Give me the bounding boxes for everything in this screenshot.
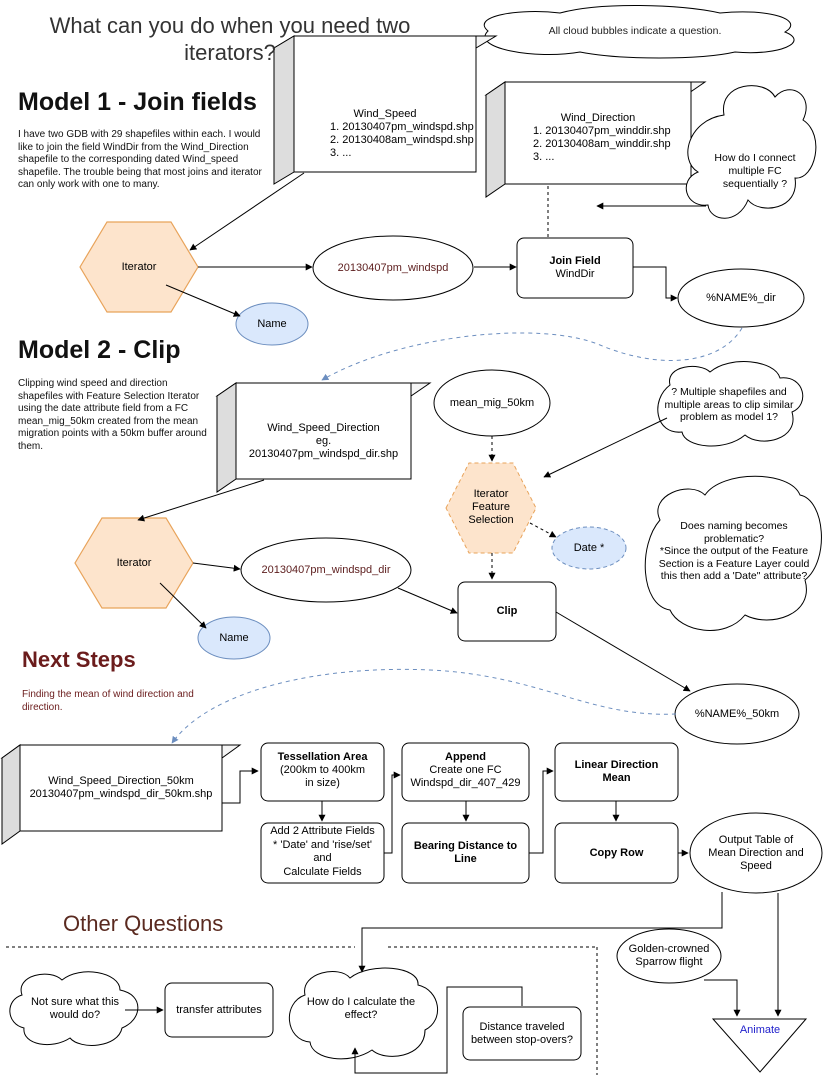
iterator-feature-selection-hexagon (445, 462, 537, 554)
name-50km-label: %NAME%_50km (694, 708, 780, 720)
iterator-label-1: Iterator (121, 261, 157, 273)
name-label-2: Name (219, 632, 249, 644)
wind-direction-title: Wind_Direction (560, 112, 636, 124)
note-cloud-text: All cloud bubbles indicate a question. (548, 25, 722, 37)
model1-heading: Model 1 - Join fields (18, 88, 257, 116)
question-cloud-not-sure (9, 971, 139, 1046)
join-field-text: Join Field WindDir (517, 255, 633, 281)
name-label-1: Name (257, 318, 287, 330)
wind-speed-item: 1. 20130407pm_windspd.shp (330, 121, 474, 133)
wind-direction-item: 2. 20130408am_winddir.shp (533, 138, 671, 150)
wind-speed-direction-text: Wind_Speed_Direction eg. 20130407pm_wind… (236, 422, 411, 461)
wind-speed-direction-50km-box (0, 744, 242, 845)
note-cloud (483, 4, 795, 59)
iterator-feature-selection-text: Iterator Feature Selection (446, 488, 536, 527)
clip-label: Clip (496, 605, 518, 617)
join-field-sub: WindDir (555, 268, 595, 280)
wsd-50km-text: Wind_Speed_Direction_50km 20130407pm_win… (20, 775, 222, 801)
wind-speed-direction-box (215, 382, 432, 493)
wind-speed-text: Wind_Speed 1. 20130407pm_windspd.shp 2. … (294, 108, 476, 160)
copy-row-label: Copy Row (589, 847, 644, 859)
golden-crowned-ellipse (616, 928, 722, 984)
animate-triangle (711, 1018, 808, 1073)
tessellation-text: Tessellation Area (200km to 400km in siz… (261, 751, 384, 790)
add-attr-line: Add 2 Attribute Fields (270, 825, 375, 837)
join-field-title: Join Field (549, 255, 601, 267)
append-text: Append Create one FC Windspd_dir_407_429 (402, 751, 529, 790)
calculate-effect-text: How do I calculate the effect? (306, 996, 416, 1021)
naming-q-line: *Since the output of the Feature Section… (658, 545, 810, 582)
name-ellipse-1 (235, 302, 309, 346)
windspd-input-ellipse (312, 235, 474, 301)
question-cloud-calculate (289, 967, 439, 1060)
add-attr-line: * 'Date' and 'rise/set' (273, 838, 372, 851)
mean-mig-label: mean_mig_50km (449, 397, 535, 409)
not-sure-text: Not sure what this would do? (30, 996, 120, 1021)
windspd-input-label: 20130407pm_windspd (337, 262, 449, 274)
bearing-distance-label: Bearing Distance to Line (413, 840, 518, 865)
golden-crowned-label: Golden-crowned Sparrow flight (628, 943, 710, 968)
join-field-box (516, 237, 634, 299)
other-questions-heading: Other Questions (63, 911, 224, 936)
wsd-line: eg. (315, 435, 332, 447)
question-multiple-shapefiles-text: ? Multiple shapefiles and multiple areas… (664, 386, 794, 423)
name-dir-label: %NAME%_dir (706, 292, 776, 304)
ifs-line: Feature (472, 501, 510, 513)
append-title: Append (445, 751, 486, 763)
date-ellipse (551, 526, 627, 570)
model2-description: Clipping wind speed and direction shapef… (18, 378, 207, 452)
ifs-line: Iterator (473, 488, 509, 500)
animate-label: Animate (739, 1024, 781, 1036)
add-attribute-text: Add 2 Attribute Fields * 'Date' and 'ris… (261, 825, 384, 879)
question-cloud-multiple-shapefiles (657, 361, 804, 447)
windspd-dir-input-label: 20130407pm_windspd_dir (261, 564, 391, 576)
clip-box (457, 581, 557, 642)
transfer-attributes-label: transfer attributes (176, 1004, 262, 1016)
wind-direction-item: 3. ... (533, 151, 555, 163)
question-connect-fc-text: How do I connect multiple FC sequentiall… (714, 152, 796, 190)
append-sub: Windspd_dir_407_429 (410, 777, 521, 789)
name-ellipse-2 (197, 616, 271, 660)
append-sub: Create one FC (429, 764, 502, 776)
next-steps-description: Finding the mean of wind direction and d… (22, 689, 194, 713)
model1-description: I have two GDB with 29 shapefiles within… (18, 129, 262, 190)
wsd50-line: Wind_Speed_Direction_50km (48, 775, 194, 787)
wsd-line: Wind_Speed_Direction (267, 422, 380, 434)
next-steps-heading: Next Steps (22, 647, 136, 672)
wind-direction-item: 1. 20130407pm_winddir.shp (533, 125, 671, 137)
question-naming-text: Does naming becomes problematic? *Since … (650, 520, 818, 583)
ifs-line: Selection (468, 514, 514, 526)
output-table-label: Output Table of Mean Direction and Speed (708, 834, 804, 872)
wind-speed-box (272, 35, 498, 185)
iterator-label-2: Iterator (116, 557, 152, 569)
naming-q-line: Does naming becomes problematic? (680, 520, 788, 545)
question-cloud-naming (644, 475, 822, 631)
wind-speed-item: 2. 20130408am_windspd.shp (330, 134, 474, 146)
distance-traveled-label: Distance traveled between stop-overs? (470, 1021, 574, 1046)
diagram-title: What can you do when you need two iterat… (49, 13, 411, 65)
linear-direction-label: Linear Direction Mean (574, 759, 659, 784)
tessellation-sub: (200km to 400km in size) (280, 764, 365, 789)
distance-traveled-box (462, 1006, 582, 1061)
add-attr-line: Calculate Fields (283, 865, 362, 878)
wind-direction-box (484, 81, 707, 198)
question-cloud-connect-fc (685, 85, 817, 219)
wsd50-line: 20130407pm_windspd_dir_50km.shp (29, 788, 213, 800)
windspd-dir-input-ellipse (240, 537, 412, 603)
transfer-attributes-box (164, 982, 274, 1038)
date-label: Date * (573, 542, 605, 554)
name-dir-ellipse (677, 268, 805, 328)
wind-speed-item: 3. ... (330, 147, 352, 159)
wsd-line: 20130407pm_windspd_dir.shp (248, 448, 399, 460)
add-attr-line: and (313, 852, 332, 864)
output-table-ellipse (689, 812, 823, 894)
wind-speed-title: Wind_Speed (353, 108, 417, 120)
model2-heading: Model 2 - Clip (18, 336, 181, 364)
tessellation-title: Tessellation Area (277, 751, 368, 763)
wind-direction-text: Wind_Direction 1. 20130407pm_winddir.shp… (505, 112, 691, 164)
